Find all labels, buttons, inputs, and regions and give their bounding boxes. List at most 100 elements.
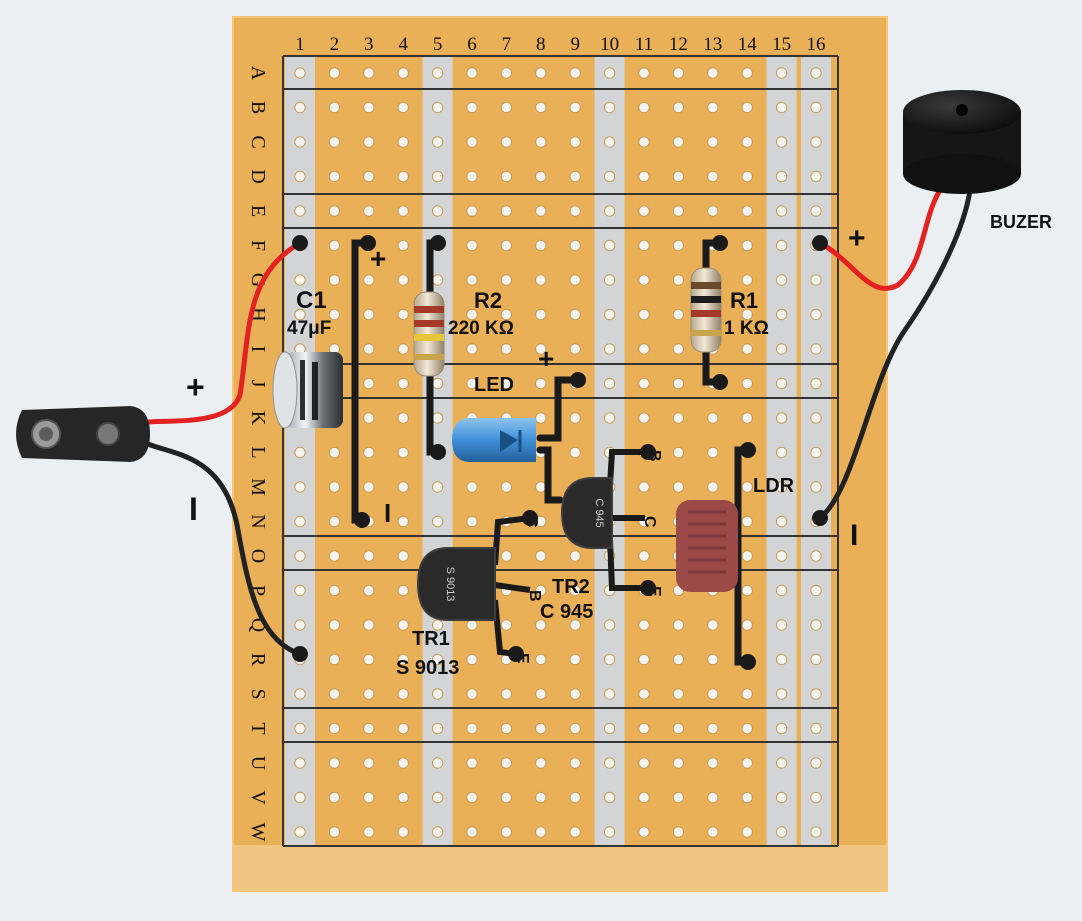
battery-plus-mark: + (186, 369, 205, 405)
hole-grid (294, 67, 822, 838)
hole (535, 584, 547, 597)
buzzer-label: BUZER (990, 212, 1052, 232)
hole (535, 343, 547, 355)
hole (638, 412, 650, 424)
hole (603, 205, 616, 217)
hole (741, 791, 753, 804)
hole (638, 757, 650, 769)
hole (500, 791, 513, 804)
hole (363, 308, 375, 321)
hole (603, 239, 616, 252)
hole (603, 67, 616, 79)
hole (775, 688, 788, 700)
strip-cut-lines (282, 55, 839, 847)
hole (638, 826, 650, 838)
hole (638, 343, 650, 355)
hole (569, 239, 581, 252)
hole (397, 584, 409, 597)
hole (672, 653, 685, 666)
hole (535, 412, 547, 424)
hole (363, 101, 375, 114)
hole (431, 101, 444, 114)
hole (672, 274, 685, 286)
hole (603, 688, 616, 700)
hole (707, 101, 719, 114)
hole (535, 722, 547, 735)
ldr-label: LDR (753, 475, 795, 497)
hole (569, 619, 581, 631)
hole (535, 274, 547, 286)
hole (535, 757, 547, 769)
hole (741, 343, 753, 355)
solder-point (354, 512, 370, 528)
hole (328, 308, 341, 321)
row-letter: O (247, 549, 269, 563)
hole (431, 205, 444, 217)
hole (397, 67, 409, 79)
hole (294, 688, 306, 700)
hole (294, 722, 306, 735)
solder-point (522, 510, 538, 526)
hole (672, 101, 685, 114)
hole (707, 619, 719, 631)
hole (741, 205, 753, 217)
hole (397, 308, 409, 321)
hole (569, 446, 581, 459)
column-number: 1 (295, 34, 305, 55)
hole (810, 274, 822, 286)
hole (535, 619, 547, 631)
solder-point (292, 235, 308, 251)
hole (603, 826, 616, 838)
hole (397, 653, 409, 666)
hole (741, 170, 753, 183)
solder-point (360, 235, 376, 251)
tr1-base-pin-label: B (526, 590, 543, 602)
r1-label: R1 (730, 288, 758, 313)
hole (810, 584, 822, 597)
hole (466, 653, 478, 666)
hole (775, 791, 788, 804)
hole (500, 722, 513, 735)
hole (741, 377, 753, 390)
hole (431, 826, 444, 838)
hole (775, 101, 788, 114)
hole (535, 239, 547, 252)
hole (775, 308, 788, 321)
hole (672, 308, 685, 321)
solder-point (640, 444, 656, 460)
hole (810, 101, 822, 114)
hole (603, 791, 616, 804)
hole (775, 274, 788, 286)
hole (775, 343, 788, 355)
hole (741, 722, 753, 735)
hole (707, 67, 719, 79)
hole (535, 688, 547, 700)
hole (363, 170, 375, 183)
tr2-body-text: C 945 (593, 498, 605, 527)
hole (500, 343, 513, 355)
hole (500, 308, 513, 321)
hole (672, 343, 685, 355)
hole (775, 584, 788, 597)
hole (535, 205, 547, 217)
hole (397, 757, 409, 769)
hole (431, 791, 444, 804)
hole (294, 584, 306, 597)
hole (535, 101, 547, 114)
hole (397, 412, 409, 424)
hole (363, 446, 375, 459)
row-letter: S (247, 688, 269, 699)
hole (707, 170, 719, 183)
hole (603, 308, 616, 321)
hole (500, 101, 513, 114)
hole (397, 515, 409, 528)
hole (810, 377, 822, 390)
hole (397, 377, 409, 390)
hole (775, 170, 788, 183)
row-letter: T (247, 722, 269, 734)
hole (775, 239, 788, 252)
solder-point (640, 580, 656, 596)
battery-positive-wire (145, 240, 303, 425)
hole (294, 67, 306, 79)
hole (466, 67, 478, 79)
